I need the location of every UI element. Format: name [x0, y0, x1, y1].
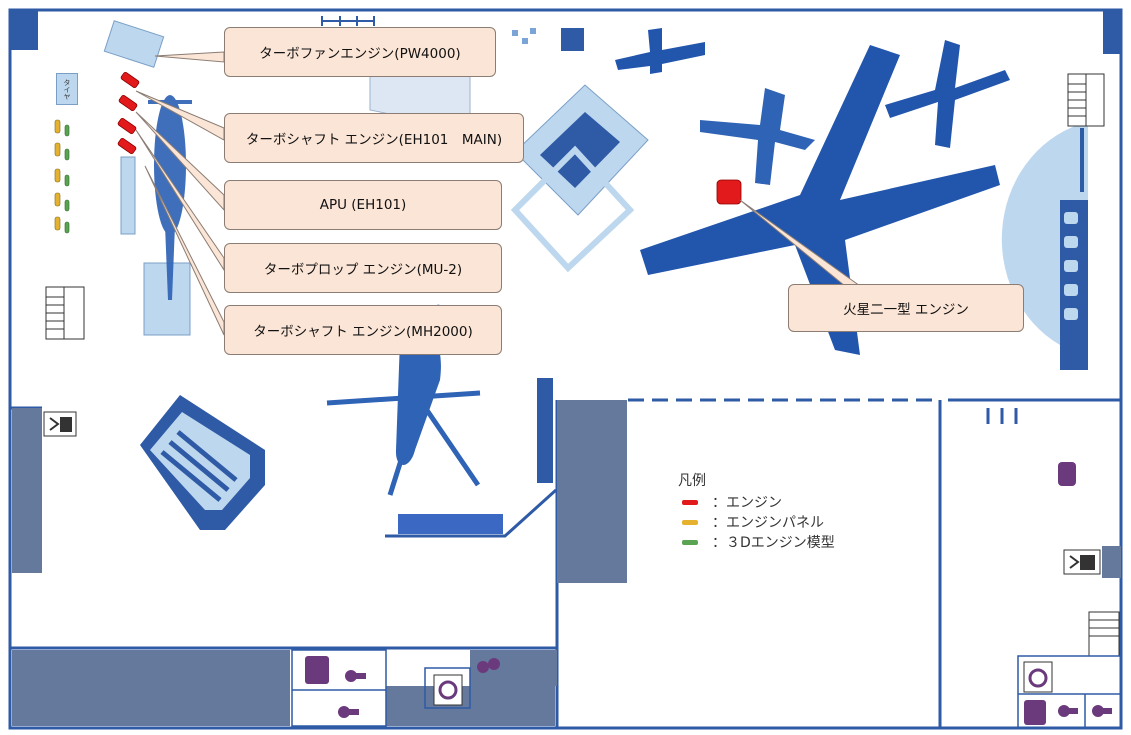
3d-model-markers [64, 124, 70, 234]
aircraft-shape [885, 40, 1010, 148]
door-marks [986, 408, 1018, 424]
small-aircraft [512, 28, 536, 44]
emergency-exit-icon [1063, 549, 1101, 575]
legend-label: ：エンジンパネル [712, 515, 824, 531]
legend-title: 凡例 [678, 473, 706, 489]
display-case [140, 395, 265, 530]
scale-mark [321, 16, 375, 26]
callout-text: ターボプロップ エンジン(MU-2) [263, 262, 463, 278]
engine-panel-markers [54, 119, 61, 231]
display-barrier [385, 488, 558, 538]
callout-text: 火星二一型 エンジン [843, 302, 969, 318]
legend-swatch [682, 519, 698, 525]
legend-swatch [682, 539, 698, 545]
display-case [537, 378, 553, 483]
callout-kasei: 火星二一型 エンジン [788, 284, 1024, 332]
tire-label: タイヤ [56, 73, 78, 105]
callout-text: ターボファンエンジン(PW4000) [259, 46, 461, 62]
rooms [12, 400, 1121, 726]
legend-label: ：３Dエンジン模型 [712, 535, 835, 551]
outer-wall [8, 8, 1123, 730]
stairs-icon [1088, 611, 1120, 657]
legend-item-engine: ：エンジン [678, 492, 835, 512]
display-case-icons [1064, 212, 1078, 320]
wall-segment [1080, 128, 1084, 192]
stairs-icon [45, 286, 85, 340]
legend-item-engine-panel: ：エンジンパネル [678, 512, 835, 532]
legend: 凡例 ：エンジン ：エンジンパネル ：３Dエンジン模型 [678, 470, 835, 552]
restroom-icons [305, 462, 1112, 725]
callout-apu: APU (EH101) [224, 180, 502, 230]
callout-text: APU (EH101) [319, 197, 407, 213]
restroom-partitions [291, 649, 1122, 729]
callout-text: ターボシャフト エンジン(EH101 MAIN) [245, 132, 503, 148]
display-case [398, 514, 503, 534]
callout-mu2: ターボプロップ エンジン(MU-2) [224, 243, 502, 293]
aircraft-shape [615, 28, 705, 74]
panel [120, 156, 136, 235]
emergency-exit-icon [43, 411, 77, 437]
aircraft-shape [700, 88, 815, 185]
callout-pw4000: ターボファンエンジン(PW4000) [224, 27, 496, 77]
corner-post [1103, 10, 1121, 54]
legend-swatch [682, 499, 698, 505]
corner-post [10, 10, 38, 50]
legend-item-3d-model: ：３Dエンジン模型 [678, 532, 835, 552]
callout-mh2000: ターボシャフト エンジン(MH2000) [224, 305, 502, 355]
legend-label: ：エンジン [712, 495, 782, 511]
pillar [561, 28, 584, 51]
callout-pointers [135, 51, 862, 336]
panel [103, 20, 165, 68]
stairs-icon [1067, 73, 1105, 127]
aircraft-shape [640, 45, 1000, 355]
callout-eh101-main: ターボシャフト エンジン(EH101 MAIN) [224, 113, 524, 163]
callout-text: ターボシャフト エンジン(MH2000) [253, 324, 473, 340]
engine-markers [117, 71, 742, 205]
